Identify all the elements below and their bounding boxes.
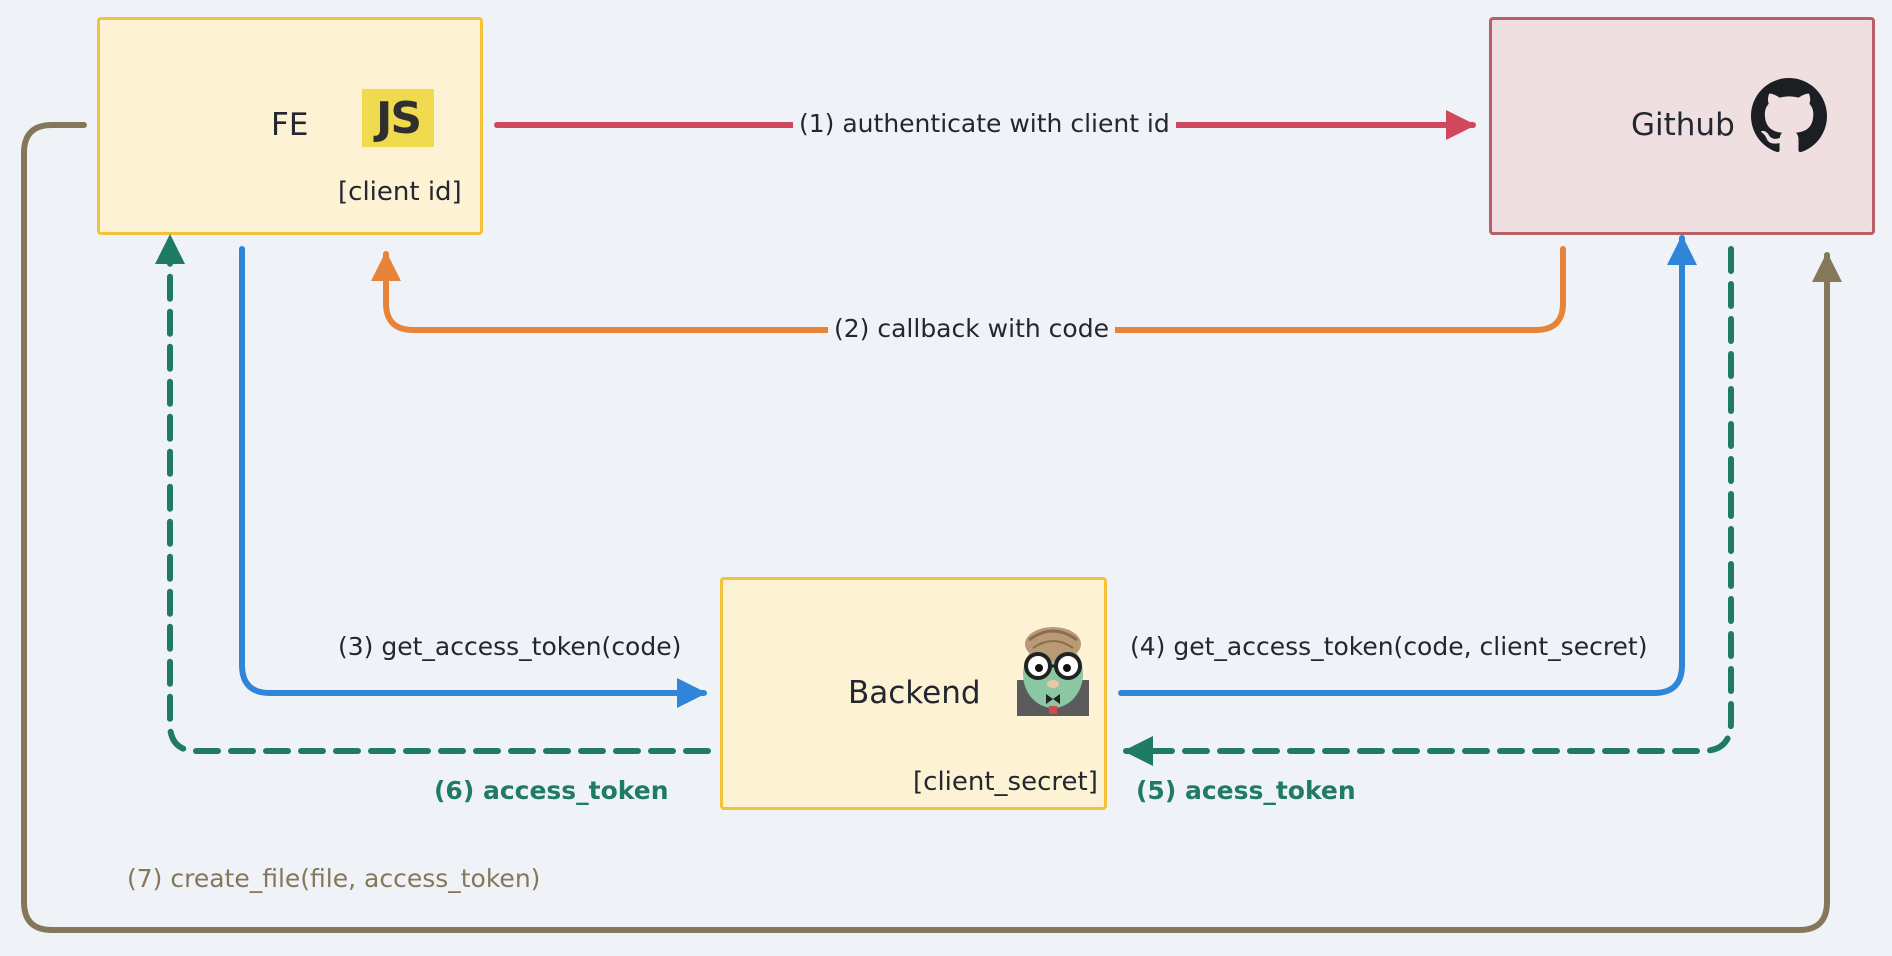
- edge-6-line: [155, 234, 711, 754]
- edge-7-line: [21, 122, 1842, 933]
- edge-6-label: (6) access_token: [434, 776, 669, 805]
- edge-5-line: [1123, 246, 1734, 766]
- edge-4-label: (4) get_access_token(code, client_secret…: [1130, 632, 1648, 661]
- github-title: Github: [1631, 107, 1735, 143]
- edge-3-label: (3) get_access_token(code): [338, 632, 682, 661]
- edge-2-label: (2) callback with code: [828, 314, 1115, 343]
- fe-title: FE: [271, 107, 309, 143]
- javascript-logo-icon: JS: [362, 89, 434, 147]
- edge-4-line: [1118, 235, 1697, 696]
- edge-3-line: [239, 246, 707, 708]
- backend-title: Backend: [848, 675, 981, 711]
- edge-1-label: (1) authenticate with client id: [793, 109, 1176, 138]
- go-gopher-icon: [1017, 627, 1089, 716]
- edge-7-label: (7) create_file(file, access_token): [127, 864, 541, 893]
- fe-note: [client id]: [338, 177, 462, 207]
- backend-note: [client_secret]: [913, 767, 1098, 797]
- github-octocat-icon: [1751, 78, 1827, 153]
- edge-5-label: (5) acess_token: [1136, 776, 1356, 805]
